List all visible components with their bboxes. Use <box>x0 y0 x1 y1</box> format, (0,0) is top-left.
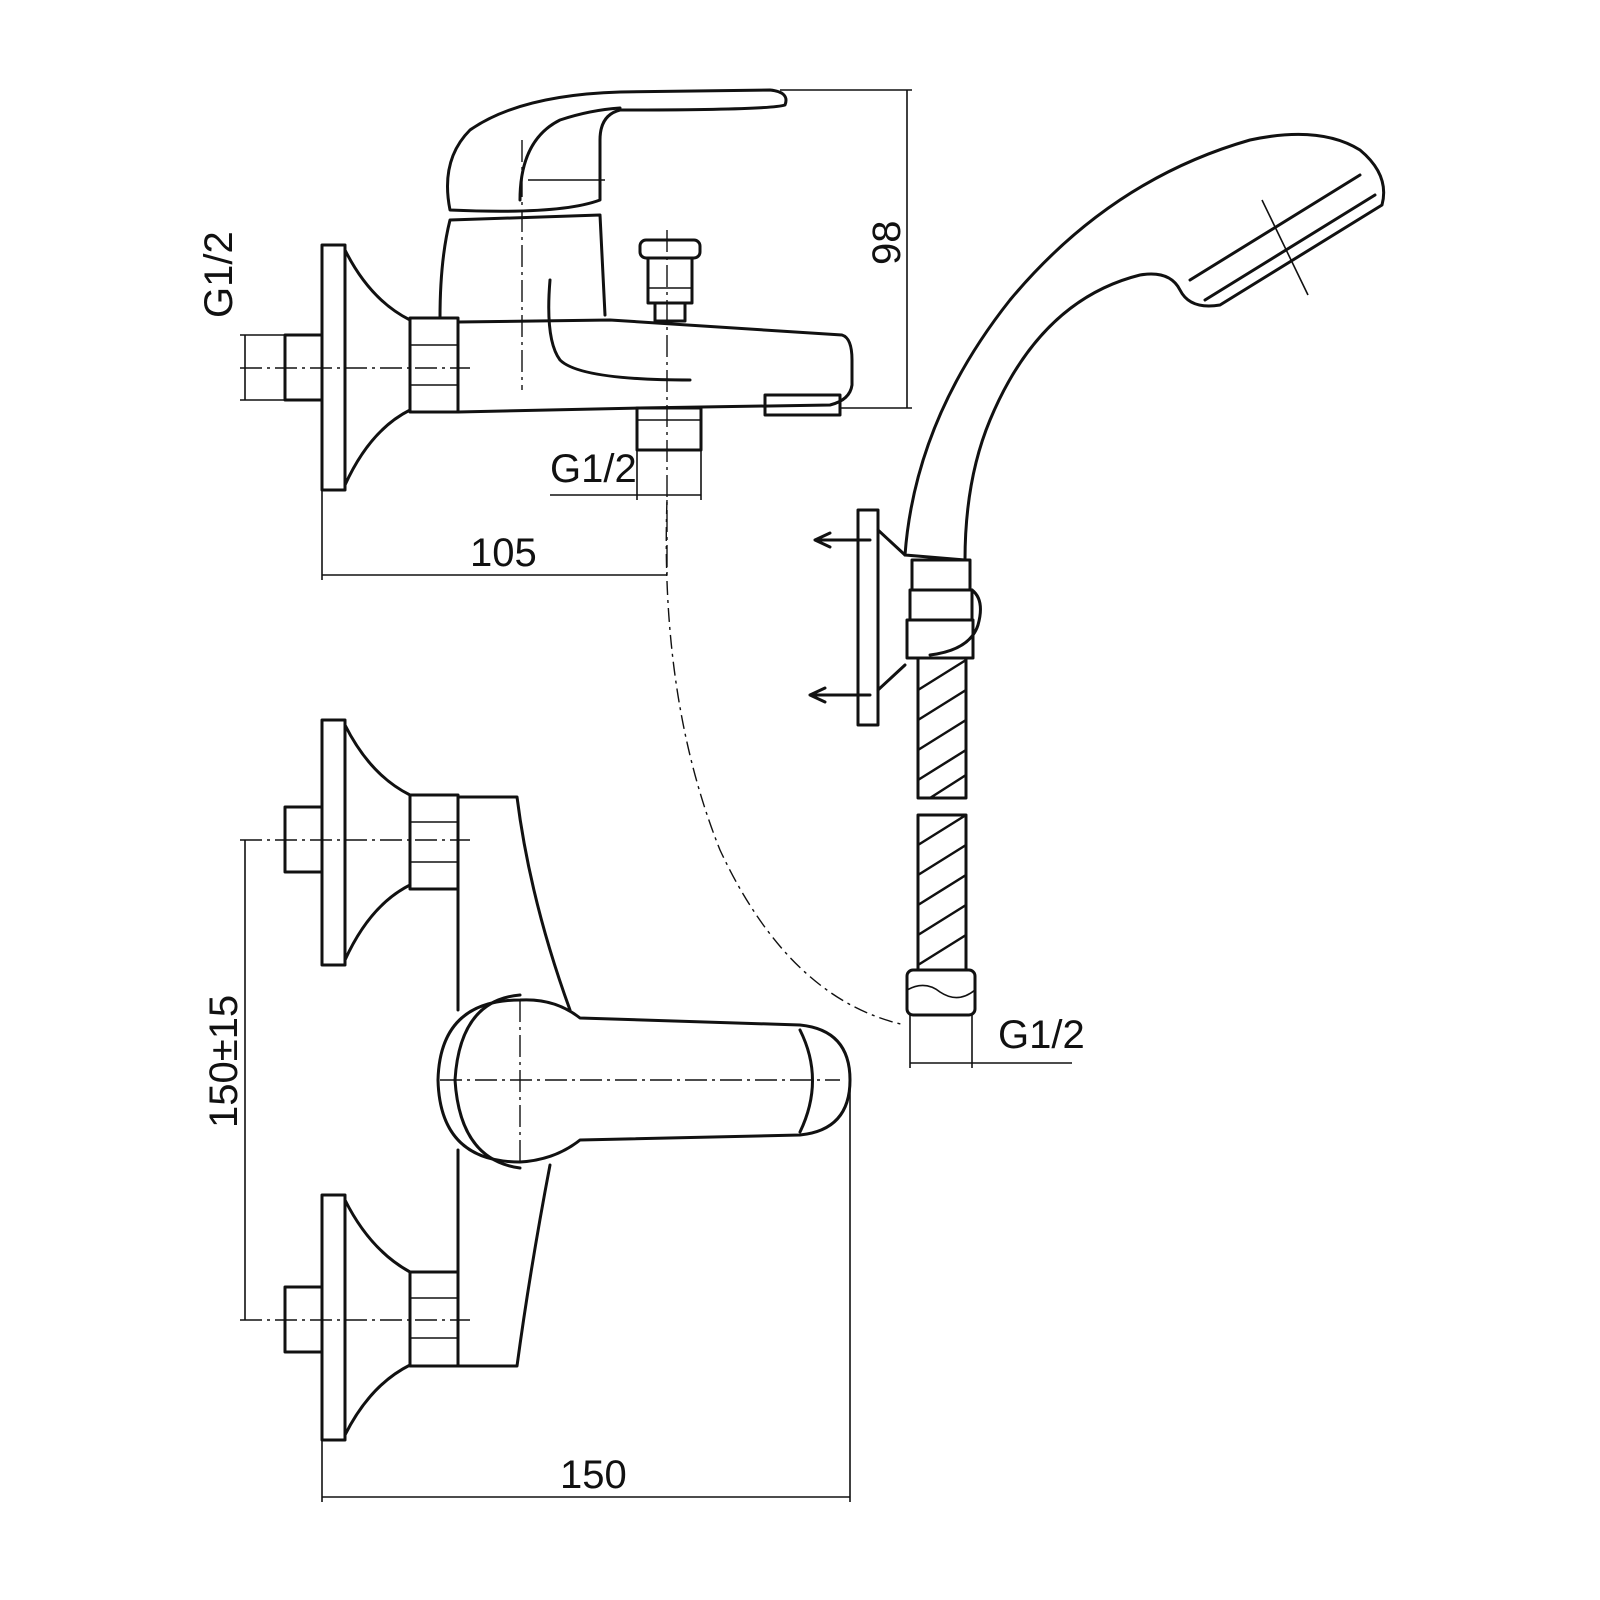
side-view-mixer <box>240 88 854 580</box>
depth-label: 105 <box>470 531 537 575</box>
mixer-body-front <box>456 795 572 1368</box>
hex-nut <box>408 316 460 414</box>
hose-end-nut <box>905 968 977 1017</box>
shower-nut <box>910 558 972 592</box>
shower-handle <box>903 132 1386 562</box>
wall-bracket <box>856 508 880 727</box>
front-view-dimensions: 150±15 150 <box>202 840 851 1502</box>
hose-dimensions: G1/2 <box>909 1013 1085 1068</box>
screw-top <box>813 531 872 549</box>
height-label: 98 <box>865 221 909 266</box>
lever-handle <box>446 88 788 213</box>
hose-thread-label: G1/2 <box>998 1013 1085 1057</box>
width-label: 150 <box>560 1453 627 1497</box>
outlet-thread-label: G1/2 <box>550 447 637 491</box>
mixer-body <box>456 318 854 414</box>
hose-path-line <box>665 499 906 1026</box>
hex-nut-bottom <box>408 1270 460 1368</box>
front-view-mixer <box>240 718 852 1442</box>
side-view-dimensions: G1/2 98 G1/2 105 <box>197 89 912 580</box>
inlet-spacing-label: 150±15 <box>202 995 246 1128</box>
lever-handle-front <box>436 998 852 1164</box>
diverter-knob <box>638 238 702 260</box>
wall-flange-top <box>320 718 347 967</box>
body-cartridge <box>438 213 607 320</box>
hand-shower <box>665 132 1386 1026</box>
screw-bottom <box>808 686 872 704</box>
wall-flange-bottom <box>320 1193 347 1442</box>
flange-profile <box>343 248 412 487</box>
hose <box>916 656 968 972</box>
diverter-stem <box>646 256 694 305</box>
spout-outlet <box>763 393 842 417</box>
inlet-thread-label: G1/2 <box>197 231 241 318</box>
outlet-nut <box>635 406 703 452</box>
hex-nut-top <box>408 793 460 891</box>
